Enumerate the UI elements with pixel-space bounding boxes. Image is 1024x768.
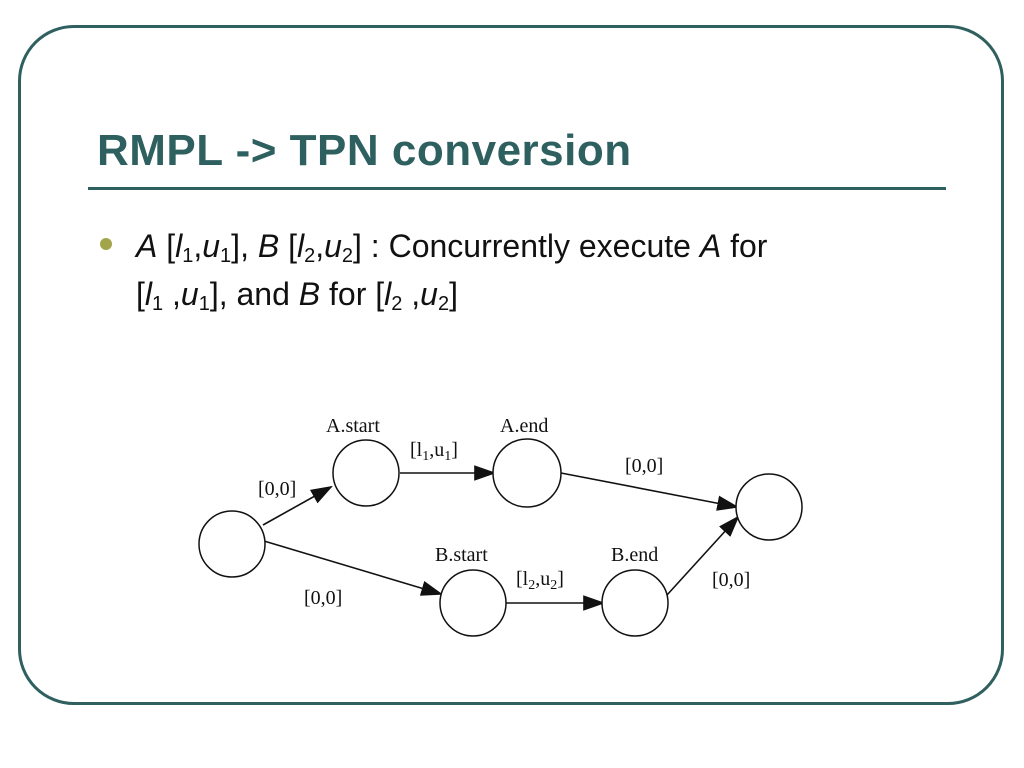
- interval-a-sub2: 1: [444, 449, 451, 464]
- interval-a-open: [l: [410, 439, 423, 461]
- label-interval-b: [l2,u2]: [516, 568, 564, 593]
- bullet-phrase: for [: [320, 276, 385, 312]
- interval-a-close: ]: [451, 439, 458, 461]
- interval-b-mid: ,u: [535, 568, 550, 590]
- slide-title: RMPL -> TPN conversion: [97, 126, 632, 175]
- interval-b-open: [l: [516, 568, 529, 590]
- node-b-end: [601, 569, 669, 637]
- var-u: u: [420, 276, 438, 312]
- label-a-end: A.end: [500, 415, 548, 437]
- comma: ,: [193, 228, 203, 264]
- node-a-end: [492, 438, 562, 508]
- node-start: [198, 510, 266, 578]
- node-a-start: [332, 439, 400, 507]
- subscript: 2: [341, 245, 354, 267]
- label-edge-b-end-to-finish: [0,0]: [712, 569, 750, 591]
- comma: ,: [402, 276, 421, 312]
- var-l: l: [384, 276, 392, 312]
- var-a: A: [136, 228, 158, 264]
- bracket-open: [: [166, 228, 176, 264]
- var-a: A: [699, 228, 722, 264]
- comma: ,: [315, 228, 325, 264]
- var-l: l: [296, 228, 305, 264]
- edge-start-to-b-start: [263, 540, 444, 596]
- bracket-close: ]: [231, 228, 241, 264]
- comma: ,: [163, 276, 181, 312]
- var-l: l: [175, 228, 183, 264]
- subscript: 1: [152, 293, 164, 315]
- bullet-phrase: for: [721, 228, 768, 264]
- edge-a-end-to-finish: [560, 472, 740, 511]
- title-divider: [88, 187, 946, 190]
- label-edge-a-end-to-finish: [0,0]: [625, 455, 663, 477]
- slide-frame: [18, 25, 1004, 705]
- subscript: 1: [198, 293, 210, 315]
- label-b-start: B.start: [435, 544, 488, 566]
- subscript: 2: [391, 293, 403, 315]
- var-u: u: [324, 228, 342, 264]
- bullet-icon: [100, 238, 112, 250]
- bullet-phrase: : Concurrently execute: [361, 228, 700, 264]
- subscript: 2: [304, 245, 316, 267]
- var-b: B: [257, 228, 280, 264]
- bracket-close: ]: [449, 276, 458, 312]
- label-edge-start-to-a: [0,0]: [258, 478, 296, 500]
- bracket-close: ]: [353, 228, 362, 264]
- label-interval-a: [l1,u1]: [410, 439, 458, 464]
- var-u: u: [180, 276, 199, 312]
- bracket-open: [: [288, 228, 297, 264]
- comma: ,: [240, 228, 249, 264]
- bullet-line-1: A [l1,u1], B [l2,u2] : Concurrently exec…: [136, 222, 926, 270]
- label-edge-start-to-b: [0,0]: [304, 587, 342, 609]
- node-finish: [735, 473, 803, 541]
- bullet-phrase: ], and: [209, 276, 299, 312]
- bracket-open: [: [136, 276, 145, 312]
- bullet-line-2: [l1 ,u1], and B for [l2 ,u2]: [136, 270, 926, 318]
- subscript: 1: [182, 245, 194, 267]
- edge-b-end-to-finish: [666, 515, 740, 596]
- bullet-text: A [l1,u1], B [l2,u2] : Concurrently exec…: [136, 222, 926, 318]
- interval-b-close: ]: [557, 568, 564, 590]
- var-u: u: [202, 228, 221, 264]
- edge-start-to-a-start: [262, 485, 333, 526]
- subscript: 1: [220, 245, 232, 267]
- label-b-end: B.end: [611, 544, 658, 566]
- label-a-start: A.start: [326, 415, 380, 437]
- subscript: 2: [437, 293, 450, 315]
- interval-b-sub2: 2: [550, 578, 557, 593]
- var-l: l: [144, 276, 152, 312]
- node-b-start: [439, 569, 507, 637]
- interval-b-sub1: 2: [528, 578, 535, 593]
- interval-a-mid: ,u: [429, 439, 444, 461]
- var-b: B: [298, 276, 321, 312]
- interval-a-sub1: 1: [422, 449, 429, 464]
